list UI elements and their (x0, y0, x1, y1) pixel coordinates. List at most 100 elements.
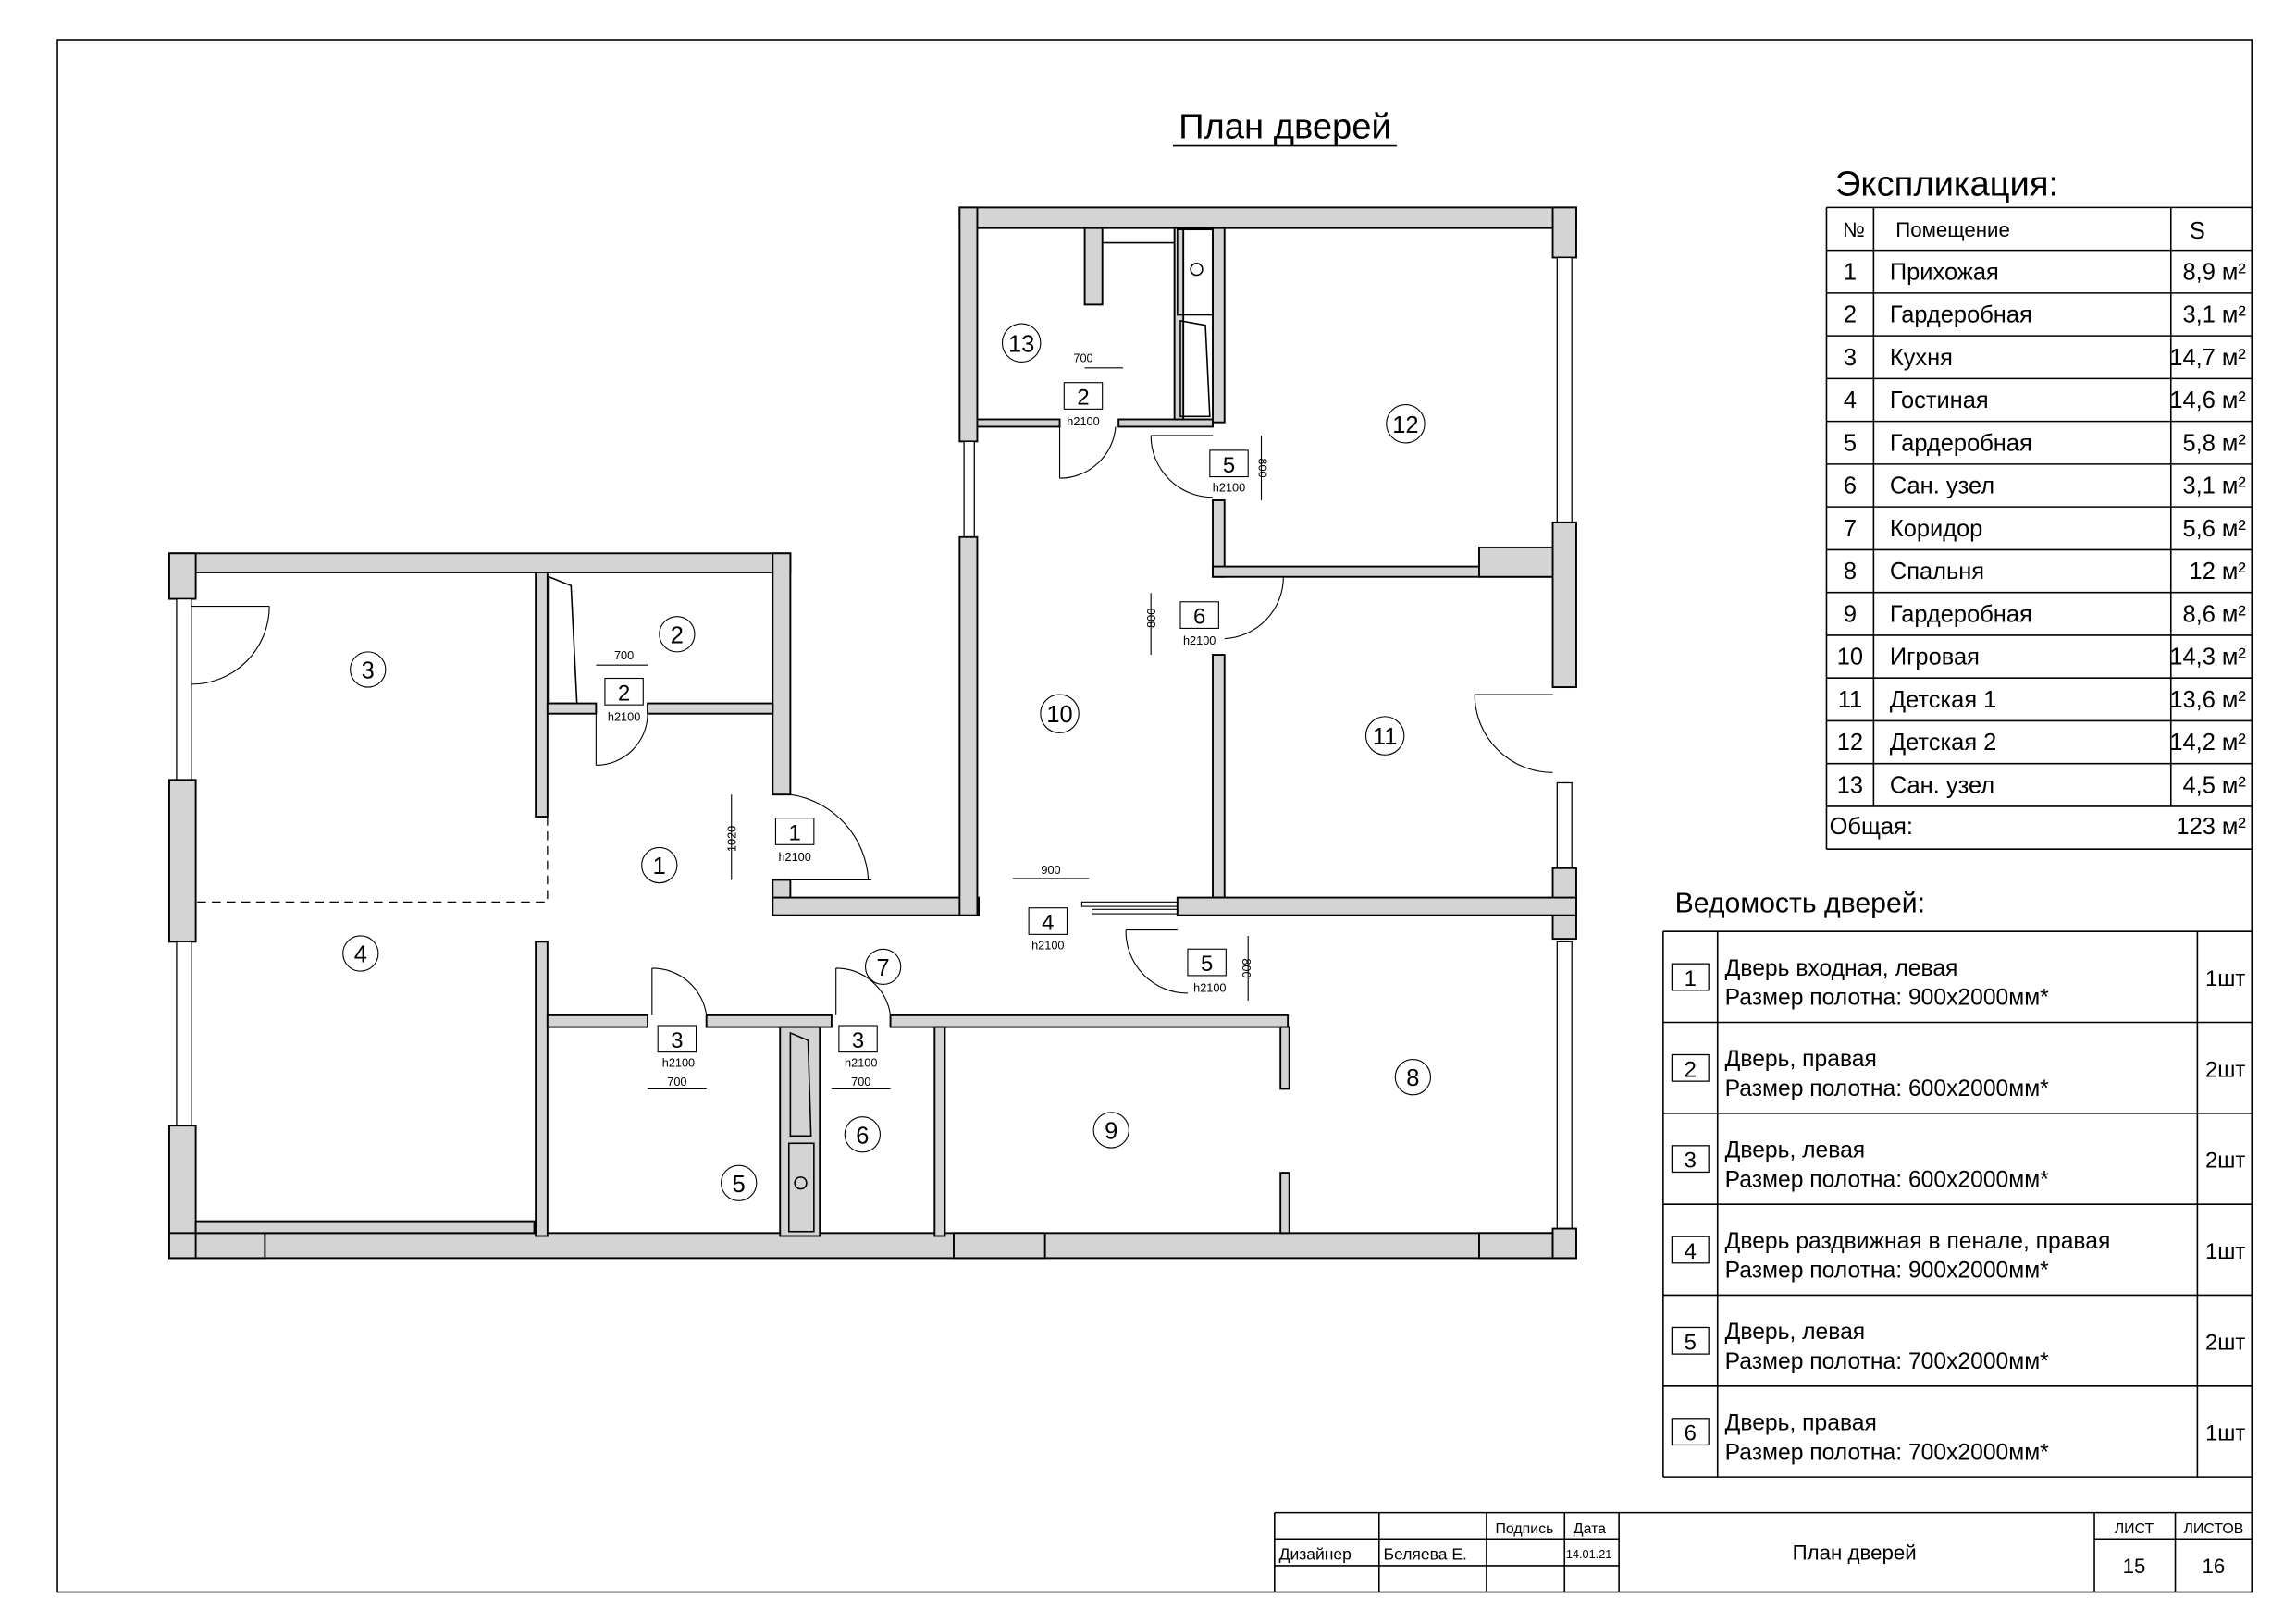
dimension-label: 700 (851, 1075, 870, 1088)
door-number: 1 (1685, 966, 1697, 991)
room-label-6: 6 (844, 1116, 881, 1153)
room-number: 3 (362, 658, 375, 684)
room-label-7: 7 (864, 948, 902, 986)
room-name: Спальня (1890, 559, 1984, 584)
door-tag-number: 3 (852, 1028, 864, 1053)
door-quantity: 2шт (2205, 1149, 2245, 1174)
door-quantity: 1шт (2205, 1239, 2245, 1264)
room-number: 1 (653, 854, 666, 879)
room-number: 2 (1844, 302, 1857, 328)
door-tag-height: h2100 (778, 850, 810, 864)
door-tag-number: 2 (1077, 386, 1089, 411)
room-number: 6 (1844, 473, 1857, 499)
total-value: 123 м² (2176, 814, 2245, 840)
room-name: Сан. узел (1890, 473, 1994, 499)
door-number-box (1671, 963, 1710, 991)
sheet-number: 15 (2123, 1555, 2146, 1578)
door-tag-height: h2100 (662, 1056, 695, 1070)
table-row: 9 Гардеробная 8,6 м² (1844, 601, 2246, 627)
door-quantity: 1шт (2205, 966, 2245, 991)
sheets-label: ЛИСТОВ (2183, 1521, 2243, 1537)
table-row: 4 Гостиная 14,6 м² (1844, 387, 2246, 413)
room-area: 14,3 м² (2169, 645, 2246, 670)
door-number-box (1671, 1326, 1710, 1355)
room-area: 3,1 м² (2183, 473, 2246, 499)
door-size: Размер полотна: 700х2000мм* (1725, 1349, 2049, 1374)
room-name: Детская 2 (1890, 730, 1996, 756)
room-label-8: 8 (1394, 1059, 1432, 1096)
room-label-4: 4 (342, 935, 379, 972)
door-schedule-title: Ведомость дверей: (1675, 888, 1925, 918)
door-tag-number: 2 (618, 681, 630, 706)
door-tag-number: 1 (789, 821, 801, 846)
door-type: Дверь, правая (1725, 1047, 1877, 1072)
room-name: Гардеробная (1890, 601, 2032, 627)
dimension-label: 700 (667, 1075, 686, 1088)
door-quantity: 2шт (2205, 1330, 2245, 1355)
door-number-box (1671, 1418, 1710, 1446)
dimension-label: 800 (1255, 458, 1269, 477)
door-number: 6 (1685, 1421, 1697, 1446)
room-number: 5 (733, 1172, 746, 1198)
room-number: 7 (1844, 516, 1857, 542)
door-tag-number: 5 (1223, 453, 1235, 478)
sheet-title: План дверей (1793, 1542, 1917, 1565)
table-row: 6 Сан. узел 3,1 м² (1844, 473, 2246, 499)
date-label: Дата (1574, 1521, 1606, 1537)
room-name: Детская 1 (1890, 687, 1996, 713)
room-area: 8,6 м² (2183, 601, 2246, 627)
room-label-13: 13 (1001, 323, 1042, 363)
room-number: 5 (1844, 430, 1857, 456)
room-label-12: 12 (1386, 404, 1426, 444)
header-area: S (2190, 218, 2205, 244)
room-name: Коридор (1890, 516, 1982, 542)
designer-name: Беляева Е. (1384, 1545, 1467, 1564)
room-number: 12 (1392, 412, 1418, 438)
door-size: Размер полотна: 600х2000мм* (1725, 1076, 2049, 1101)
room-area: 13,6 м² (2169, 687, 2246, 713)
door-quantity: 1шт (2205, 1421, 2245, 1446)
dimension-label: 800 (1144, 609, 1158, 628)
door-type: Дверь, левая (1725, 1320, 1865, 1345)
door-number-box (1671, 1145, 1710, 1174)
door-tag-height: h2100 (1031, 938, 1064, 952)
room-label-5: 5 (721, 1164, 758, 1201)
room-label-3: 3 (350, 651, 387, 688)
room-number: 13 (1008, 331, 1034, 357)
room-number: 9 (1105, 1119, 1117, 1145)
room-name: Гардеробная (1890, 430, 2032, 456)
room-area: 12 м² (2190, 559, 2246, 584)
room-name: Кухня (1890, 345, 1953, 371)
room-number: 3 (1844, 345, 1857, 371)
room-area: 8,9 м² (2183, 259, 2246, 285)
door-tag-height: h2100 (608, 710, 640, 724)
room-area: 14,6 м² (2169, 387, 2246, 413)
door-type: Дверь, левая (1725, 1138, 1865, 1163)
door-tag: 1 h2100 (774, 818, 815, 864)
dimension-label: 900 (1041, 863, 1060, 877)
room-number: 2 (671, 622, 684, 648)
door-tag-height: h2100 (1193, 980, 1226, 994)
door-number-box (1671, 1053, 1710, 1082)
dimension-label: 1020 (725, 826, 739, 852)
room-area: 3,1 м² (2183, 302, 2246, 328)
room-name: Гостиная (1890, 387, 1989, 413)
door-type: Дверь, правая (1725, 1411, 1877, 1436)
room-number: 4 (1844, 387, 1857, 413)
explication-title: Экспликация: (1835, 165, 2058, 204)
room-name: Игровая (1890, 645, 1980, 670)
room-number: 9 (1844, 601, 1857, 627)
